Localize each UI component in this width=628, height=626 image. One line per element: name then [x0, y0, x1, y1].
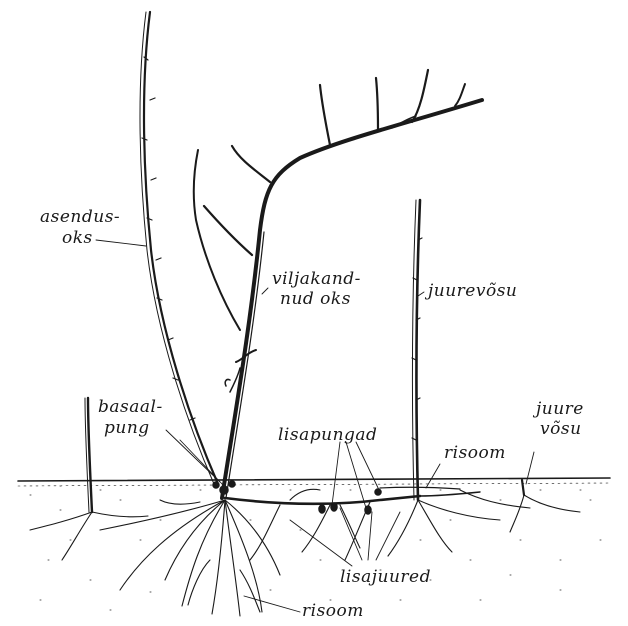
- label-risoom-bottom: risoom: [302, 602, 364, 620]
- roots: [30, 489, 580, 616]
- label-juurevosu-text: juurevõsu: [428, 281, 517, 301]
- label-viljakand-line1: viljakand-: [272, 269, 361, 289]
- root-sucker-right: [412, 200, 422, 500]
- label-basaal-line2: pung: [104, 418, 150, 438]
- label-juure: juure: [536, 400, 584, 418]
- label-juure-line1: juure: [536, 399, 584, 419]
- label-basaal: basaal-: [98, 398, 163, 416]
- label-viljakand-oks: nud oks: [280, 290, 351, 308]
- label-risoom-top-text: risoom: [444, 443, 506, 463]
- rhizome: [225, 496, 420, 504]
- root-sucker-left: [85, 398, 92, 512]
- label-basaal-pung: pung: [104, 419, 150, 437]
- label-risoom-bottom-text: risoom: [302, 601, 364, 621]
- label-juure-vosu: võsu: [540, 420, 582, 438]
- label-lisapungad-text: lisapungad: [278, 425, 377, 445]
- label-viljakand: viljakand-: [272, 270, 361, 288]
- label-lisajuured-text: lisajuured: [340, 567, 431, 587]
- label-asendus-oks: oks: [62, 229, 93, 247]
- label-juurevosu: juurevõsu: [428, 282, 517, 300]
- label-juure-line2: võsu: [540, 419, 582, 439]
- label-risoom-top: risoom: [444, 444, 506, 462]
- root-sucker-small: [522, 480, 524, 495]
- adventitious-buds: [213, 481, 381, 514]
- label-basaal-line1: basaal-: [98, 397, 163, 417]
- label-lisajuured: lisajuured: [340, 568, 431, 586]
- label-asendus: asendus-: [40, 208, 120, 226]
- label-asendus-line2: oks: [62, 228, 93, 248]
- label-viljakand-line2: nud oks: [280, 289, 351, 309]
- label-asendus-line1: asendus-: [40, 207, 120, 227]
- label-lisapungad: lisapungad: [278, 426, 377, 444]
